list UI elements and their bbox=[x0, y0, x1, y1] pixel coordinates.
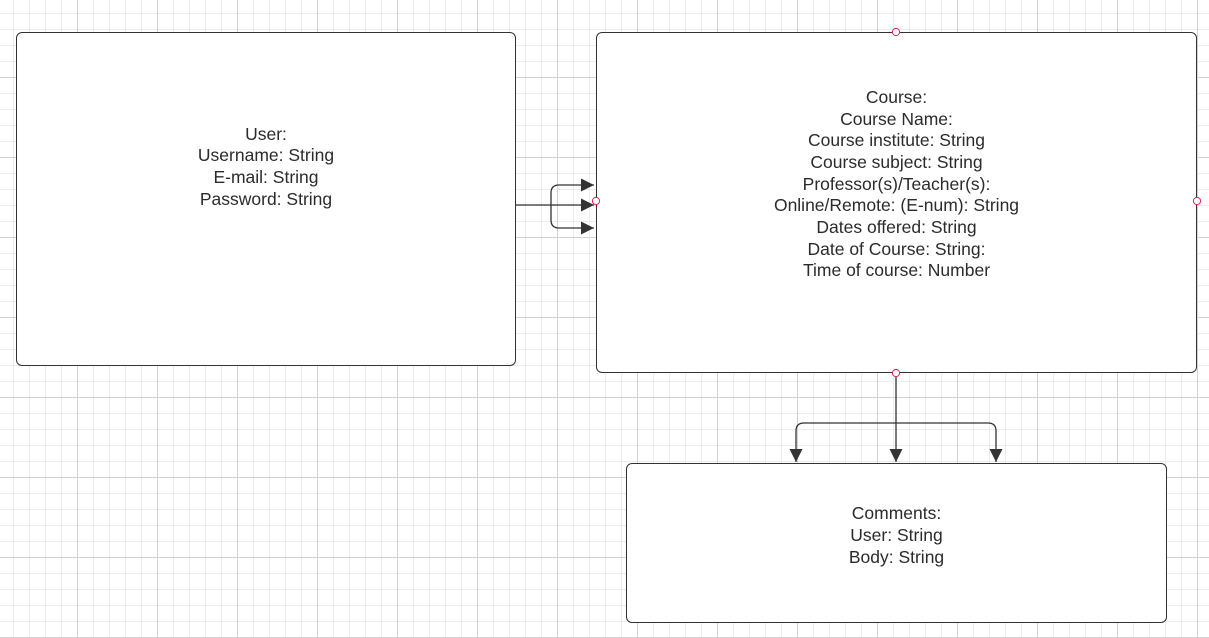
course-entity-text: Course: Course Name: Course institute: S… bbox=[774, 87, 1019, 282]
comments-field-user: User: String bbox=[850, 525, 943, 546]
course-handle-top[interactable] bbox=[891, 27, 901, 37]
course-field-institute: Course institute: String bbox=[807, 130, 986, 151]
course-handle-left[interactable] bbox=[591, 196, 601, 206]
user-entity-box[interactable]: User: Username: String E-mail: String Pa… bbox=[16, 32, 516, 366]
course-field-dates-offered: Dates offered: String bbox=[816, 217, 977, 238]
user-entity-title: User: bbox=[245, 123, 287, 144]
course-handle-right[interactable] bbox=[1192, 196, 1202, 206]
comments-entity-box[interactable]: Comments: User: String Body: String bbox=[626, 463, 1167, 623]
course-field-name: Course Name: bbox=[840, 108, 953, 129]
course-entity-title: Course: bbox=[865, 86, 928, 107]
course-field-date-of-course: Date of Course: String: bbox=[807, 238, 986, 259]
course-field-time-of-course: Time of course: Number bbox=[802, 260, 991, 281]
comments-entity-title: Comments: bbox=[851, 503, 942, 524]
comments-entity-text: Comments: User: String Body: String bbox=[849, 503, 944, 568]
user-course-branch-lower bbox=[550, 205, 594, 235]
user-field-password: Password: String bbox=[199, 188, 333, 209]
course-entity-box[interactable]: Course: Course Name: Course institute: S… bbox=[596, 32, 1197, 373]
course-field-online-remote: Online/Remote: (E-num): String bbox=[773, 195, 1020, 216]
course-handle-bottom[interactable] bbox=[891, 368, 901, 378]
course-field-subject: Course subject: String bbox=[810, 151, 983, 172]
course-field-professors: Professor(s)/Teacher(s): bbox=[802, 173, 991, 194]
user-course-branch-upper bbox=[550, 178, 594, 205]
user-field-username: Username: String bbox=[197, 145, 335, 166]
user-course-connector[interactable] bbox=[516, 178, 594, 235]
user-entity-text: User: Username: String E-mail: String Pa… bbox=[198, 124, 334, 211]
course-comments-branch-right bbox=[896, 422, 1003, 462]
comments-field-body: Body: String bbox=[848, 546, 945, 567]
user-field-email: E-mail: String bbox=[213, 167, 319, 187]
course-comments-connector[interactable] bbox=[789, 373, 1003, 462]
course-comments-branch-left bbox=[789, 422, 896, 462]
